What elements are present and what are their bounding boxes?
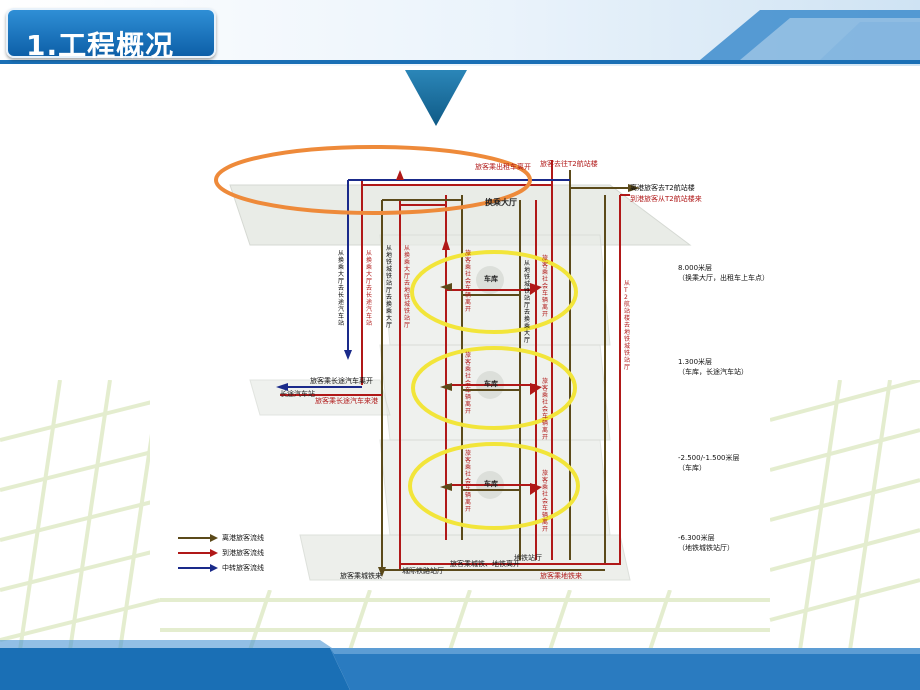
- label-intercity-passenger: 旅客乘城铁来: [340, 572, 382, 580]
- label-garage-pickup-6: 旅客乘社会车辆离开: [542, 470, 549, 533]
- label-hk-departure: 离港旅客去T2航站楼: [630, 184, 695, 192]
- highlight-garage-middle: [411, 346, 577, 430]
- label-garage-middle: 车库: [484, 380, 498, 388]
- label-metro-passenger-a: 旅客乘城铁、地铁离开: [450, 560, 520, 568]
- label-from-t2: 到港旅客从T2航站楼来: [630, 195, 702, 203]
- legend-transfer: 中转旅客流线: [222, 564, 264, 572]
- label-garage-pickup-2: 旅客乘社会车辆离开: [542, 255, 549, 318]
- highlight-garage-upper: [410, 250, 578, 334]
- legend-departing: 离港旅客流线: [222, 534, 264, 542]
- label-garage-lower: 车库: [484, 480, 498, 488]
- flow-diagram: 旅客乘出租车离开 旅客去往T2航站楼 离港旅客去T2航站楼 到港旅客从T2航站楼…: [150, 140, 770, 590]
- label-garage-pickup-3: 旅客乘社会车辆离开: [465, 352, 472, 415]
- vlabel-2: 从换乘大厅去长途汽车站: [366, 250, 373, 327]
- vlabel-5: 从地铁城铁站厅去换乘大厅: [524, 260, 531, 344]
- label-garage-pickup-5: 旅客乘社会车辆离开: [465, 450, 472, 513]
- vlabel-6: 从T2航站楼去地铁城铁站厅: [624, 280, 631, 371]
- level-4-desc: （地铁城铁站厅）: [678, 544, 734, 552]
- label-garage-pickup-1: 旅客乘社会车辆离开: [465, 250, 472, 313]
- vlabel-4: 从换乘大厅去地铁城铁站厅: [404, 245, 411, 329]
- level-4-elev: -6.300米层: [678, 534, 715, 542]
- diagram-canvas: [150, 140, 770, 590]
- label-garage-upper: 车库: [484, 275, 498, 283]
- label-bus-exit: 旅客乘长途汽车离开: [310, 377, 373, 385]
- highlight-transfer-hall: [214, 145, 532, 215]
- level-3-elev: -2.500/-1.500米层: [678, 454, 740, 462]
- vlabel-1: 从换乘大厅去长途汽车站: [338, 250, 345, 327]
- vlabel-3: 从地铁城铁站厅去换乘大厅: [386, 245, 393, 329]
- label-bus-arrive: 旅客乘长途汽车来港: [315, 397, 378, 405]
- page-title: 1.工程概况: [26, 29, 175, 62]
- highlight-garage-lower: [408, 442, 580, 530]
- level-3-desc: （车库）: [678, 464, 706, 472]
- level-2-elev: 1.300米层: [678, 358, 713, 366]
- level-2-desc: （车库，长途汽车站）: [678, 368, 748, 376]
- level-1-desc: （换乘大厅，出租车上车点）: [678, 274, 769, 282]
- label-transfer-hall: 换乘大厅: [485, 198, 517, 207]
- footer-bar: [0, 640, 920, 690]
- label-bus-station: 长途汽车站: [280, 390, 315, 398]
- label-to-t2: 旅客去往T2航站楼: [540, 160, 598, 168]
- label-garage-pickup-4: 旅客乘社会车辆离开: [542, 378, 549, 441]
- down-arrow-icon: [405, 70, 467, 126]
- label-metro-passenger-b: 旅客乘地铁来: [540, 572, 582, 580]
- legend-arriving: 到港旅客流线: [222, 549, 264, 557]
- level-1-elev: 8.000米层: [678, 264, 713, 272]
- background-grid: [0, 380, 920, 650]
- label-hall-exit: 旅客乘出租车离开: [475, 163, 531, 171]
- title-badge: 1.工程概况: [6, 8, 216, 62]
- label-metro-station: 地铁站厅: [514, 554, 542, 562]
- label-intercity-station: 城际铁路站厅: [402, 567, 444, 575]
